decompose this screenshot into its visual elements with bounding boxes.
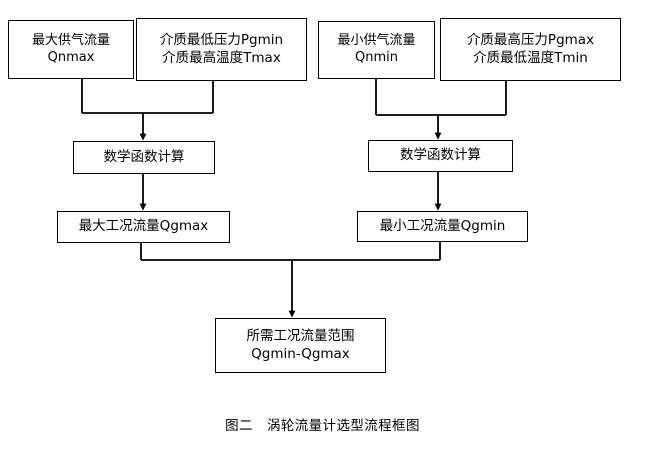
node-min-pressure-max-temp[interactable]: 介质最低压力Pgmin 介质最高温度Tmax bbox=[136, 18, 307, 81]
node-max-pressure-min-temp[interactable]: 介质最高压力Pgmax 介质最低温度Tmin bbox=[440, 18, 621, 81]
node-max-supply-flow-line2: Qnmax bbox=[47, 49, 95, 65]
node-math-function-calc-right-label: 数学函数计算 bbox=[400, 147, 481, 164]
node-min-supply-flow-line2: Qnmin bbox=[355, 50, 398, 65]
node-max-pressure-min-temp-line1: 介质最高压力Pgmax bbox=[466, 31, 595, 48]
node-min-pressure-max-temp-line1: 介质最低压力Pgmin bbox=[159, 31, 284, 48]
node-min-working-flow[interactable]: 最小工况流量Qgmin bbox=[357, 211, 528, 242]
node-max-supply-flow[interactable]: 最大供气流量 Qnmax bbox=[8, 20, 134, 79]
node-math-function-calc-left[interactable]: 数学函数计算 bbox=[73, 141, 215, 174]
node-max-working-flow-label: 最大工况流量Qgmax bbox=[78, 218, 209, 235]
node-required-flow-range-line1: 所需工况流量范围 bbox=[246, 327, 355, 344]
node-required-flow-range[interactable]: 所需工况流量范围 Qgmin-Qgmax bbox=[215, 318, 386, 373]
node-min-working-flow-label: 最小工况流量Qgmin bbox=[379, 217, 506, 234]
node-math-function-calc-left-label: 数学函数计算 bbox=[103, 148, 185, 165]
node-max-supply-flow-line1: 最大供气流量 bbox=[31, 32, 110, 48]
figure-caption-text: 涡轮流量计选型流程框图 bbox=[266, 418, 420, 434]
node-min-pressure-max-temp-line2: 介质最高温度Tmax bbox=[162, 49, 281, 66]
node-max-working-flow[interactable]: 最大工况流量Qgmax bbox=[57, 211, 230, 243]
node-required-flow-range-line2: Qgmin-Qgmax bbox=[251, 345, 350, 362]
node-max-pressure-min-temp-line2: 介质最低温度Tmin bbox=[473, 49, 588, 66]
figure-caption: 图二涡轮流量计选型流程框图 bbox=[0, 414, 645, 434]
node-math-function-calc-right[interactable]: 数学函数计算 bbox=[368, 140, 513, 172]
figure-caption-label: 图二 bbox=[225, 418, 253, 434]
node-min-supply-flow[interactable]: 最小供气流量 Qnmin bbox=[318, 21, 435, 79]
node-min-supply-flow-line1: 最小供气流量 bbox=[337, 33, 416, 49]
